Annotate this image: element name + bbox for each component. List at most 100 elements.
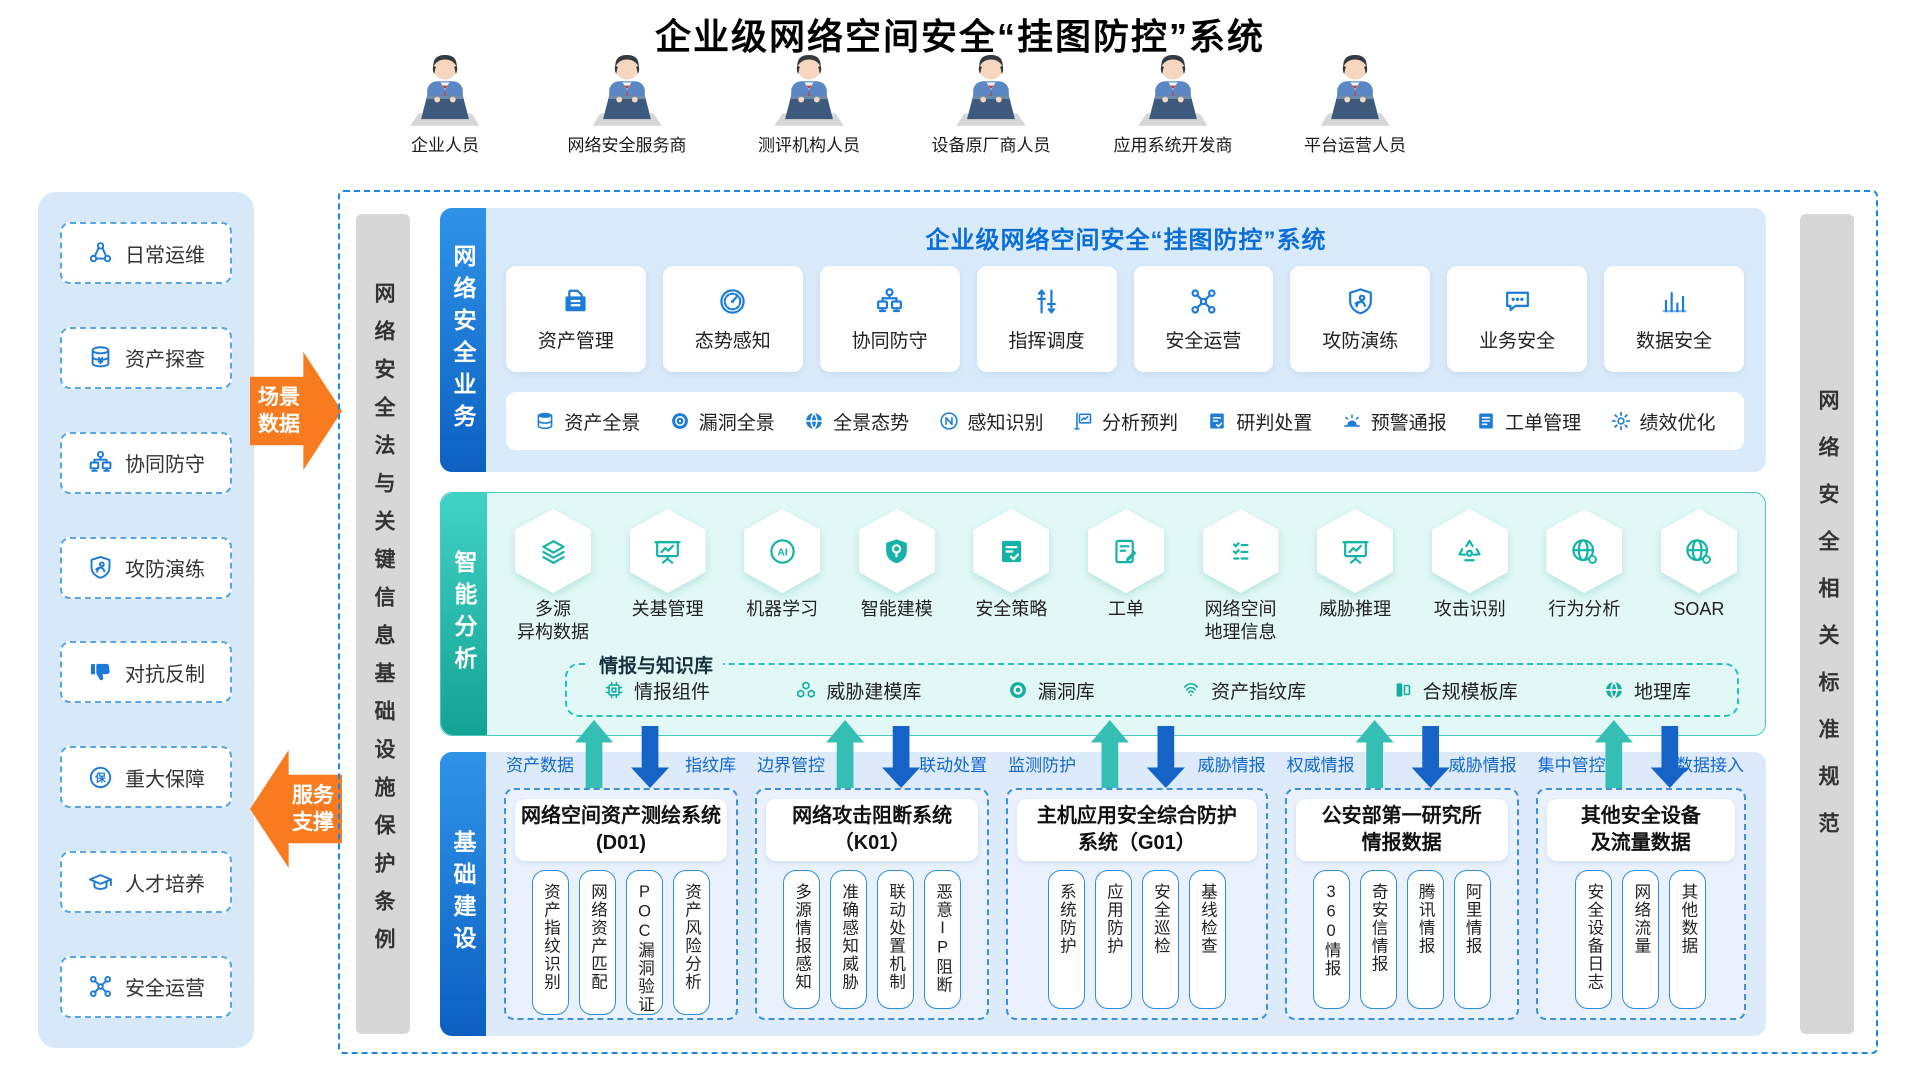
hexagon-label: SOAR: [1673, 599, 1725, 619]
knowledge-base-item[interactable]: 情报组件: [603, 677, 710, 704]
business-card[interactable]: 态势感知: [662, 266, 803, 372]
sidebar-item[interactable]: 人才培养: [60, 851, 232, 914]
function-item[interactable]: 资产全景: [534, 408, 640, 435]
knowledge-base-item[interactable]: 漏洞库: [1007, 677, 1095, 704]
hexagon-item[interactable]: 攻击识别: [1416, 509, 1524, 643]
subsystem-item-label: 系统防护: [1057, 883, 1076, 955]
hexagon-item[interactable]: 行为分析: [1530, 509, 1638, 643]
function-item[interactable]: 感知识别: [938, 408, 1044, 435]
subsystem-item-label: 阿里情报: [1463, 883, 1482, 955]
subsystem-title[interactable]: 网络空间资产测绘系统 (D01): [515, 799, 728, 861]
subsystem-item[interactable]: 系统防护: [1047, 870, 1085, 1009]
business-section: 网络安全业务 企业级网络空间安全“挂图防控”系统 资产管理 态势感知 协同防守: [440, 208, 1766, 472]
subsystem-item[interactable]: 其他数据: [1669, 870, 1707, 1009]
alarm-icon: [1341, 410, 1363, 432]
subsystem-box: 资产数据 指纹库 网络空间资产测绘系统 (D01) 资产指纹识别: [504, 720, 739, 1020]
subsystem-item[interactable]: 准确感知威胁: [830, 870, 868, 1009]
subsystem-item[interactable]: 安全设备日志: [1575, 870, 1613, 1009]
hexagon-item[interactable]: 多源 异构数据: [499, 509, 607, 643]
knowledge-base-title: 情报与知识库: [589, 651, 724, 678]
subsystem-item[interactable]: 腾讯情报: [1406, 870, 1444, 1009]
recycle-icon: [1454, 536, 1485, 567]
subsystem-item-label: 应用防护: [1104, 883, 1123, 955]
subsystem-item[interactable]: 恶意IP阻断: [924, 870, 962, 1009]
subsystem-item[interactable]: POC漏洞验证: [626, 870, 664, 1015]
sidebar-item[interactable]: 安全运营: [60, 955, 232, 1018]
subsystem-title[interactable]: 公安部第一研究所 情报数据: [1295, 799, 1508, 861]
hexagon-item[interactable]: 关基管理: [614, 509, 722, 643]
board-chart-icon: [1340, 536, 1371, 567]
knowledge-base-item[interactable]: 合规模板库: [1392, 677, 1518, 704]
analysis-section-label: 智能分析: [441, 493, 487, 735]
subsystem-item-label: 网络资产匹配: [588, 883, 607, 991]
database-icon: [534, 410, 556, 432]
subsystem-item[interactable]: 多源情报感知: [783, 870, 821, 1009]
function-item-label: 预警通报: [1370, 412, 1447, 434]
subsystem-item[interactable]: 网络流量: [1622, 870, 1660, 1009]
subsystem-item-label: 安全设备日志: [1584, 883, 1603, 991]
subsystem-item[interactable]: 阿里情报: [1453, 870, 1491, 1009]
downflow-label: 威胁情报: [1197, 756, 1266, 775]
business-card[interactable]: 数据安全: [1604, 266, 1744, 372]
function-item[interactable]: 研判处置: [1206, 408, 1312, 435]
sidebar-item[interactable]: 保 重大保障: [60, 746, 232, 809]
globe-filled-icon: [803, 410, 825, 432]
sidebar-item[interactable]: 攻防演练: [60, 536, 232, 599]
subsystem-items: 资产指纹识别 网络资产匹配 POC漏洞验证 资: [515, 870, 727, 1015]
subsystem-item[interactable]: 网络资产匹配: [579, 870, 617, 1015]
subsystem-item[interactable]: 资产风险分析: [673, 870, 711, 1015]
doc-list-icon: [1475, 410, 1497, 432]
n-circle-icon: [938, 410, 960, 432]
knowledge-base-item[interactable]: 地理库: [1603, 677, 1691, 704]
subsystem-item[interactable]: 基线检查: [1188, 870, 1226, 1009]
analysis-section: 智能分析 多源 异构数据: [440, 492, 1766, 736]
node-cluster-icon: [1188, 286, 1219, 317]
business-card[interactable]: 协同防守: [819, 266, 960, 372]
sidebar-item-label: 人才培养: [125, 873, 205, 896]
hexagon-label: 网络空间 地理信息: [1204, 599, 1277, 642]
subsystem-item[interactable]: 360情报: [1312, 870, 1350, 1009]
subsystem-title[interactable]: 其他安全设备 及流量数据: [1546, 799, 1735, 861]
business-card[interactable]: 资产管理: [506, 266, 646, 372]
knowledge-base-item-label: 合规模板库: [1422, 681, 1518, 703]
sidebar-item-label: 协同防守: [125, 454, 205, 477]
subsystem-item[interactable]: 奇安信情报: [1359, 870, 1397, 1009]
subsystem-title[interactable]: 主机应用安全综合防护 系统（G01）: [1017, 799, 1257, 861]
subsystem-title[interactable]: 网络攻击阻断系统 （K01）: [766, 799, 979, 861]
hexagon: [1087, 509, 1164, 593]
business-card[interactable]: 攻防演练: [1290, 266, 1431, 372]
sidebar-item[interactable]: 资产探查: [60, 326, 232, 389]
asset-database-icon: [87, 344, 114, 371]
sidebar-item[interactable]: 对抗反制: [60, 641, 232, 704]
function-item-label: 漏洞全景: [698, 412, 775, 434]
function-item[interactable]: 绩效优化: [1610, 408, 1716, 435]
hexagon-item[interactable]: SOAR: [1645, 509, 1753, 643]
function-item-label: 全景态势: [833, 412, 910, 434]
subsystem-item[interactable]: 联动处置机制: [877, 870, 915, 1009]
function-item[interactable]: 工单管理: [1475, 408, 1581, 435]
subsystem-items: 360情报 奇安信情报 腾讯情报 阿里情报: [1296, 870, 1508, 1009]
business-card[interactable]: 业务安全: [1447, 266, 1588, 372]
subsystem-item[interactable]: 资产指纹识别: [532, 870, 570, 1015]
hexagon-item[interactable]: 安全策略: [957, 509, 1065, 643]
hexagon-item[interactable]: AI 机器学习: [728, 509, 836, 643]
sidebar-item[interactable]: 协同防守: [60, 431, 232, 494]
subsystem-item[interactable]: 应用防护: [1094, 870, 1132, 1009]
function-item[interactable]: 全景态势: [803, 408, 909, 435]
hexagon-item[interactable]: 工单: [1072, 509, 1180, 643]
business-functions-bar: 资产全景 漏洞全景 全景态势 感知识别: [506, 392, 1744, 450]
hexagon-item[interactable]: 智能建模: [843, 509, 951, 643]
knowledge-base-item[interactable]: 威胁建模库: [795, 677, 921, 704]
business-card[interactable]: 安全运营: [1133, 266, 1274, 372]
business-card[interactable]: 指挥调度: [976, 266, 1117, 372]
subsystem-item[interactable]: 安全巡检: [1141, 870, 1179, 1009]
knowledge-base-item[interactable]: 资产指纹库: [1180, 677, 1306, 704]
function-item[interactable]: 分析预判: [1072, 408, 1178, 435]
function-item[interactable]: 漏洞全景: [669, 408, 775, 435]
hexagon-item[interactable]: 网络空间 地理信息: [1187, 509, 1295, 643]
hexagon-item[interactable]: 威胁推理: [1301, 509, 1409, 643]
sidebar-item[interactable]: 日常运维: [60, 222, 232, 284]
function-item-label: 分析预判: [1101, 412, 1178, 434]
function-item[interactable]: 预警通报: [1341, 408, 1447, 435]
